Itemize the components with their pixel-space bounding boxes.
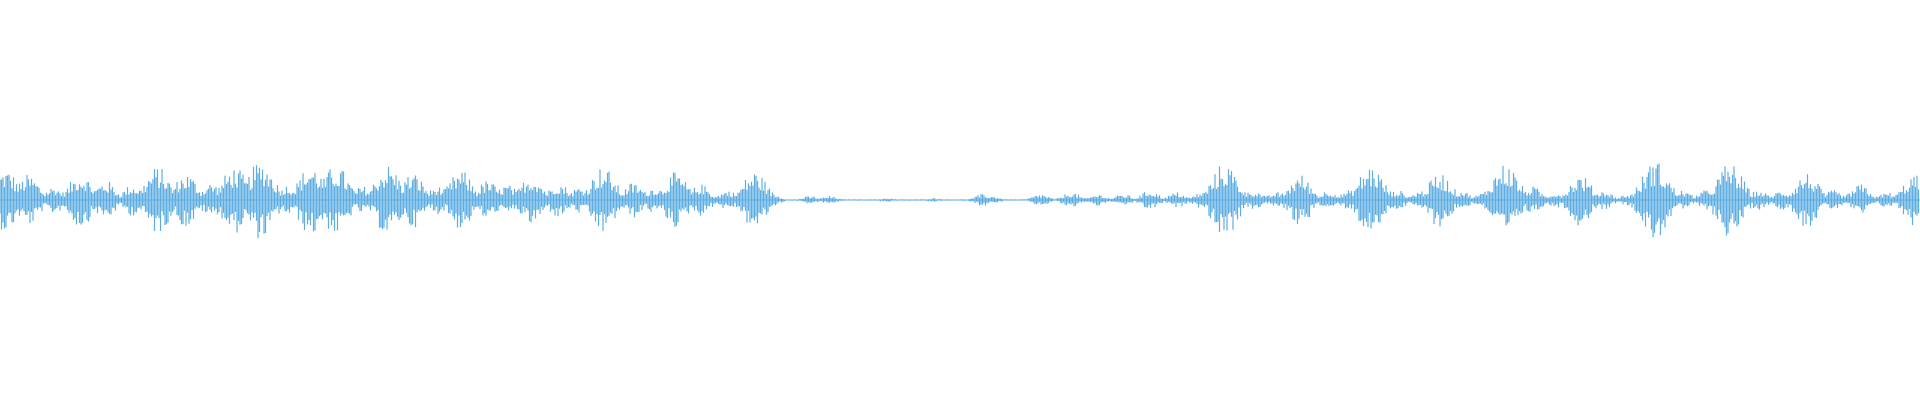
waveform-bars — [0, 163, 1920, 239]
